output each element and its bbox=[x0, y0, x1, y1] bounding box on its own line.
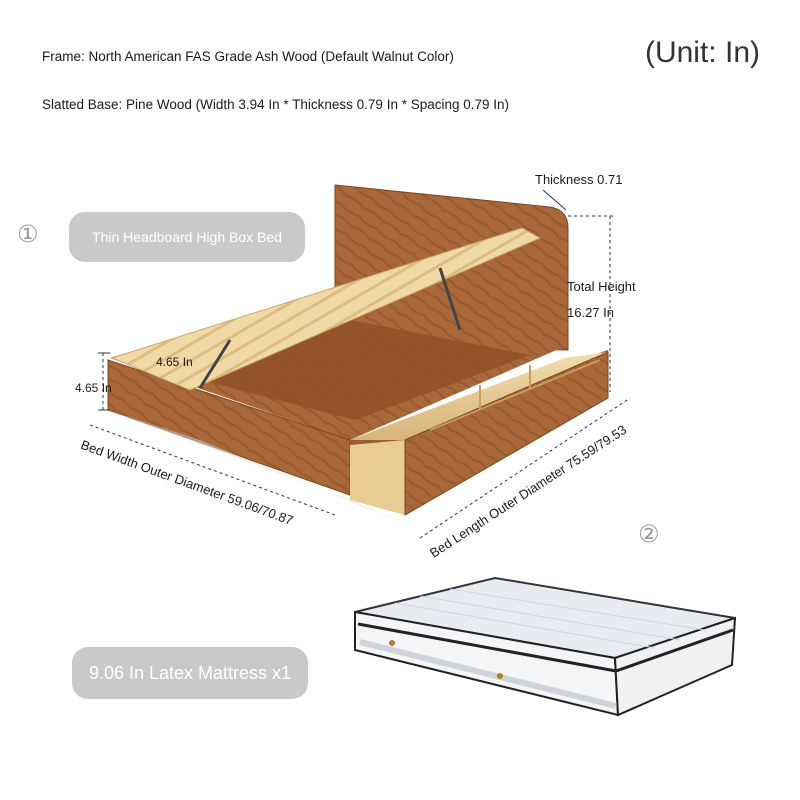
total-height-label: Total Height bbox=[567, 279, 636, 294]
slatted-lid bbox=[110, 227, 542, 391]
frame-spec-text: Frame: North American FAS Grade Ash Wood… bbox=[42, 49, 454, 64]
slat-gap-label: 4.65 In bbox=[156, 355, 193, 369]
total-height-value: 16.27 In bbox=[567, 305, 614, 320]
item-number-1: ① bbox=[17, 220, 39, 248]
unit-label: (Unit: In) bbox=[644, 36, 760, 69]
base-spec-text: Slatted Base: Pine Wood (Width 3.94 In *… bbox=[42, 97, 510, 112]
drawer-side bbox=[350, 440, 405, 515]
drawer-front bbox=[404, 351, 609, 516]
item-label-2: 9.06 In Latex Mattress x1 bbox=[72, 647, 308, 699]
thickness-label: Thickness 0.71 bbox=[535, 172, 623, 187]
width-line bbox=[89, 424, 336, 516]
gas-strut-right bbox=[438, 267, 462, 331]
side-height-label: 4.65 In bbox=[75, 381, 112, 395]
item-label-1: Thin Headboard High Box Bed bbox=[69, 212, 305, 262]
item-number-2: ② bbox=[638, 520, 660, 548]
mattress-side bbox=[613, 616, 737, 717]
gas-strut-left bbox=[198, 339, 232, 389]
length-line bbox=[419, 397, 631, 539]
